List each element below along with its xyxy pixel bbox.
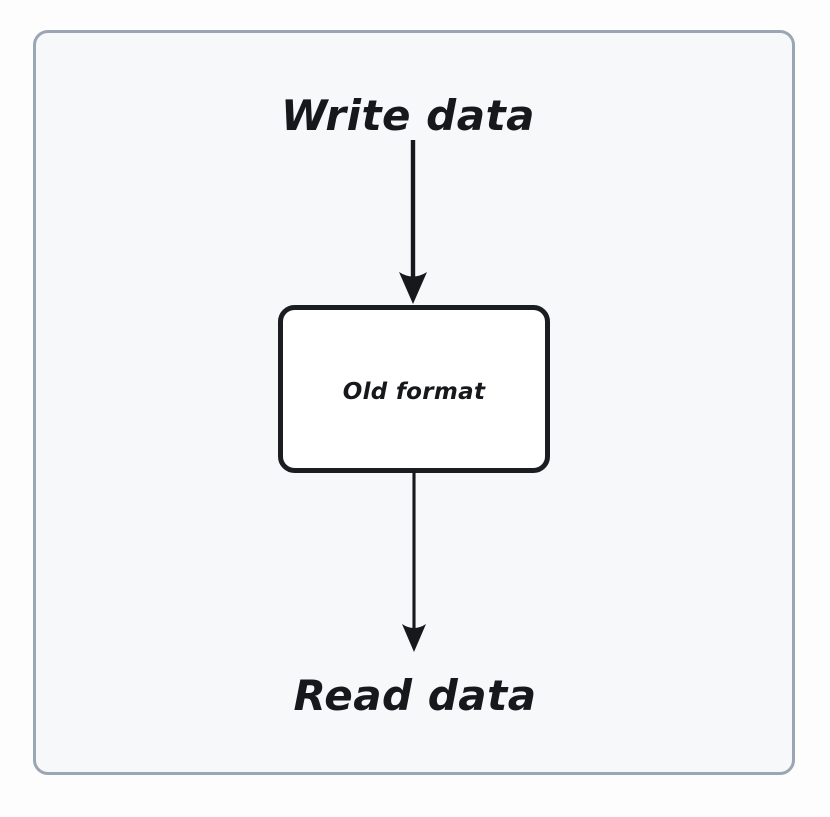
node-label-write-data: Write data bbox=[281, 91, 535, 140]
node-label-read-data: Read data bbox=[293, 671, 536, 720]
node-label-old-format: Old format bbox=[343, 379, 486, 405]
arrowhead-icon-old-format-to-read bbox=[402, 624, 426, 652]
node-old-format[interactable]: Old format bbox=[278, 305, 550, 473]
edge-old-format-to-read bbox=[402, 471, 426, 652]
node-box-old-format[interactable] bbox=[278, 305, 550, 473]
arrowhead-icon-write-to-old-format bbox=[399, 272, 427, 304]
edge-write-to-old-format bbox=[399, 140, 427, 304]
